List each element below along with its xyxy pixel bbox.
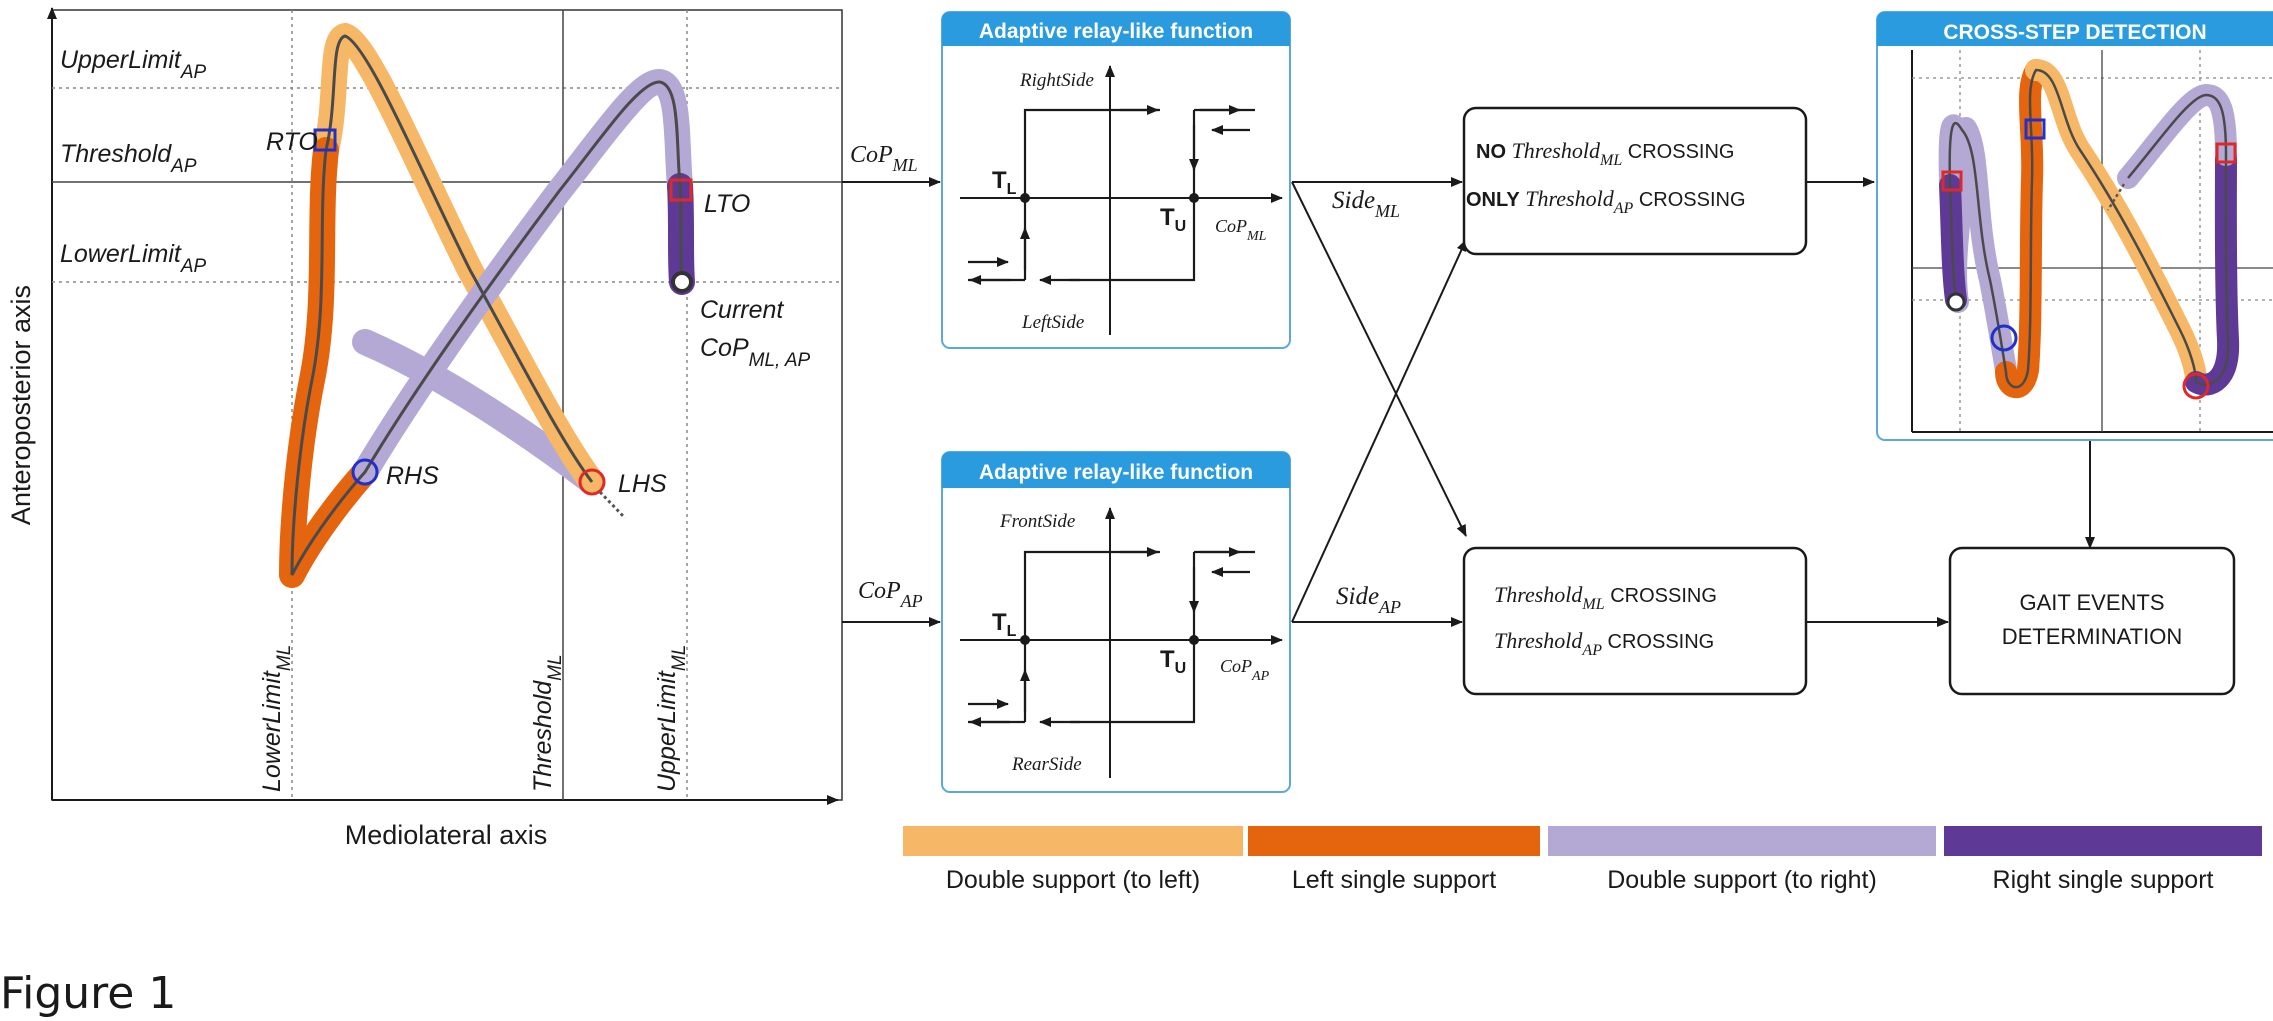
gait-line2: DETERMINATION (2002, 624, 2182, 649)
lto-marker (669, 178, 693, 202)
relay-ml-tl-dot (1020, 193, 1030, 203)
trace-double-left (313, 23, 605, 495)
lower-ml-label: LowerLimitML (258, 645, 295, 792)
crossing-line2: ThresholdAP CROSSING (1494, 628, 1714, 659)
cop-ap-input-label: CoPAP (858, 578, 923, 611)
rto-marker (313, 128, 337, 152)
left-plot: UpperLimitAP ThresholdAP LowerLimitAP Lo… (6, 7, 843, 850)
cross-step-header-bg (1877, 12, 2273, 46)
upper-ml-label: UpperLimitML (653, 645, 690, 792)
current-label-1: Current (700, 296, 784, 324)
relay-ml-top-label: RightSide (1019, 70, 1094, 91)
cs-blue-circle (1990, 324, 2018, 352)
figure-caption: Figure 1 (0, 968, 177, 1019)
relay-ap-top-label: FrontSide (999, 511, 1075, 532)
trace-left-single (279, 137, 378, 588)
relay-ml-tu: TU (1160, 204, 1186, 235)
rhs-label: RHS (386, 462, 439, 490)
crossing-line1: ThresholdML CROSSING (1494, 582, 1717, 613)
cs-red-circle (2182, 372, 2210, 400)
legend-label-right-single: Right single support (1993, 866, 2214, 894)
cop-ml-input-label: CoPML (850, 142, 918, 175)
relay-ap-panel: Adaptive relay-like function FrontSide R… (941, 451, 1291, 793)
side-ap-output-label: SideAP (1336, 583, 1401, 617)
relay-ml-panel: Adaptive relay-like function RightSide L… (941, 11, 1291, 349)
lhs-label: LHS (618, 470, 667, 498)
relay-ap-tu-dot (1189, 635, 1199, 645)
legend-swatch-double-right (1548, 826, 1936, 856)
relay-ap-header: Adaptive relay-like function (979, 461, 1253, 484)
legend-swatch-right-single (1944, 826, 2262, 856)
legend-swatch-left-single (1248, 826, 1540, 856)
legend-label-double-left: Double support (to left) (946, 866, 1200, 894)
relay-ml-bottom-label: LeftSide (1021, 312, 1084, 333)
relay-ap-tu: TU (1160, 646, 1186, 677)
threshold-ml-label: ThresholdML (529, 654, 566, 792)
gait-line1: GAIT EVENTS (2019, 590, 2164, 615)
crossing-box: ThresholdML CROSSING ThresholdAP CROSSIN… (1462, 546, 1808, 696)
cs-red-square-1 (1941, 170, 1963, 192)
y-axis-title: Anteroposterior axis (6, 285, 36, 525)
lower-ap-label: LowerLimitAP (60, 240, 207, 277)
cs-current-marker (1946, 292, 1966, 312)
cs-trace (1948, 68, 2230, 389)
relay-ap-bottom-label: RearSide (1011, 754, 1082, 775)
relay-ml-tl: TL (992, 167, 1017, 198)
relay-ml-axis-label: CoPML (1215, 216, 1267, 244)
relay-ml-header-bg (942, 12, 1290, 46)
relay-ap-hysteresis (968, 547, 1255, 727)
relay-ap-axis-label: CoPAP (1220, 656, 1270, 684)
relay-ap-tl: TL (992, 609, 1017, 640)
side-ml-output-label: SideML (1332, 187, 1400, 221)
no-crossing-line2: ONLY ThresholdAP CROSSING (1466, 186, 1746, 217)
upper-ap-label: UpperLimitAP (60, 46, 207, 83)
routing-arrows (1291, 177, 2095, 627)
relay-ap-tl-dot (1020, 635, 1030, 645)
lhs-marker (578, 468, 606, 496)
relay-ml-hysteresis (968, 105, 1255, 285)
cs-blue-square (2024, 118, 2046, 140)
cop-trace (290, 34, 684, 576)
x-axis-title: Mediolateral axis (345, 820, 548, 850)
lto-label: LTO (704, 190, 750, 218)
plot-frame (51, 9, 843, 801)
legend: Double support (to left) Left single sup… (903, 826, 2262, 894)
legend-label-left-single: Left single support (1292, 866, 1496, 894)
threshold-ap-label: ThresholdAP (60, 140, 197, 177)
relay-ml-tu-dot (1189, 193, 1199, 203)
no-crossing-box: NO ThresholdML CROSSING ONLY ThresholdAP… (1462, 106, 1808, 256)
cs-red-square-2 (2215, 142, 2237, 164)
cross-step-header: CROSS-STEP DETECTION (1943, 21, 2206, 44)
trace-continuation (598, 490, 627, 520)
rto-label: RTO (266, 128, 318, 156)
relay-ap-header-bg (942, 452, 1290, 488)
legend-label-double-right: Double support (to right) (1607, 866, 1877, 894)
relay-ml-header: Adaptive relay-like function (979, 20, 1253, 43)
cross-step-panel: CROSS-STEP DETECTION (1876, 11, 2273, 441)
gait-events-box: GAIT EVENTS DETERMINATION (1948, 546, 2236, 696)
legend-swatch-double-left (903, 826, 1243, 856)
current-label-2: CoPML, AP (700, 334, 811, 371)
no-crossing-line1: NO ThresholdML CROSSING (1476, 138, 1734, 169)
rhs-marker (351, 458, 379, 486)
current-cop-marker (671, 271, 693, 293)
